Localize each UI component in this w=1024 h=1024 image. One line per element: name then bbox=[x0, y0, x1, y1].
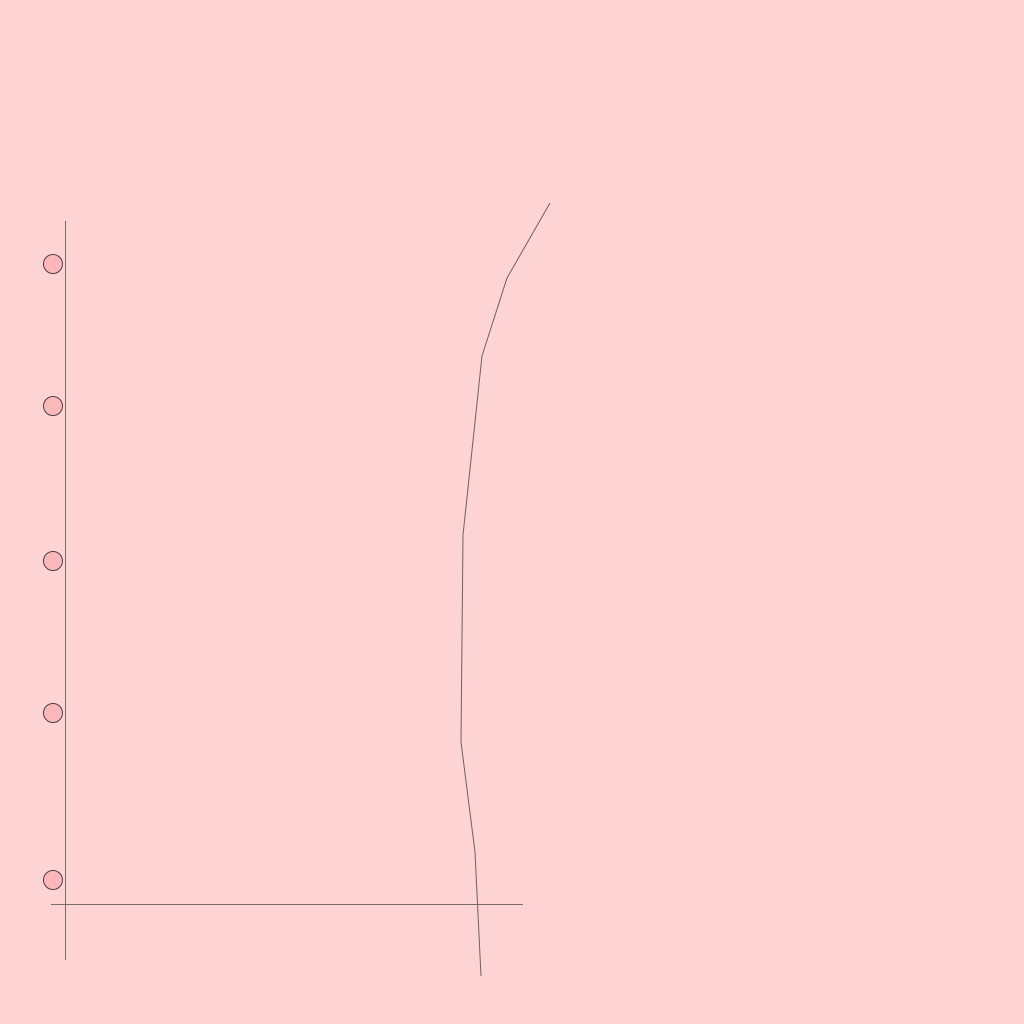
marker-2 bbox=[43, 396, 63, 416]
curve-line bbox=[460, 202, 551, 977]
marker-group bbox=[43, 254, 63, 890]
marker-5 bbox=[43, 870, 63, 890]
marker-1 bbox=[43, 254, 63, 274]
marker-3 bbox=[43, 551, 63, 571]
marker-4 bbox=[43, 703, 63, 723]
